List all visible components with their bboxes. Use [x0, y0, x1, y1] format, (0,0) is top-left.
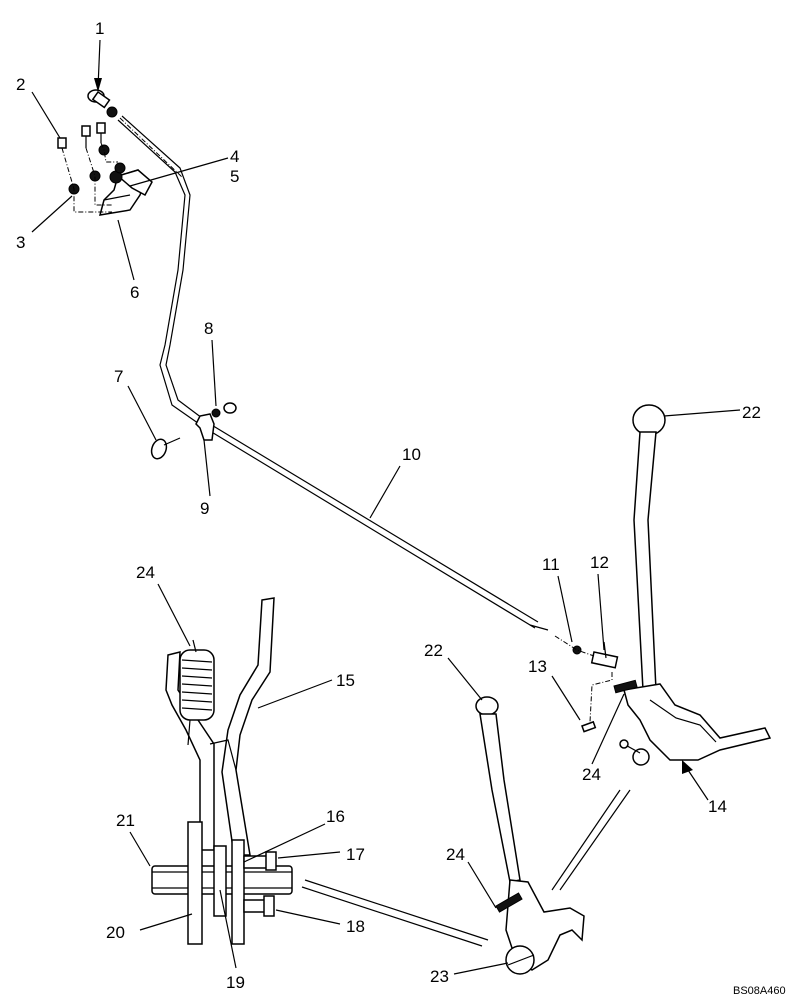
callout-18: 18 [346, 917, 365, 936]
callout-15: 15 [336, 671, 355, 690]
clamp-screw [150, 437, 181, 460]
control-cable [117, 115, 549, 631]
bushing-16-17-18 [243, 851, 277, 917]
callout-12: 12 [590, 553, 609, 572]
callout-24-detail: 24 [446, 845, 465, 864]
callout-13: 13 [528, 657, 547, 676]
shift-lever-frame [165, 651, 237, 851]
bracket-washers-nuts [68, 144, 126, 195]
shift-lever-15 [221, 597, 275, 856]
clevis-pin [581, 720, 597, 733]
callout-24-left: 24 [136, 563, 155, 582]
callout-20: 20 [106, 923, 125, 942]
cable-clamp [195, 402, 237, 441]
callout-17: 17 [346, 845, 365, 864]
drawing-reference-code: BS08A460 [733, 985, 786, 997]
hub-plates [187, 821, 245, 945]
callout-5: 5 [230, 167, 239, 186]
callout-leaders [31, 39, 741, 975]
detail-leader-lines [301, 789, 631, 947]
callout-labels: 1 2 3 4 5 6 7 8 9 10 11 12 13 14 15 16 1… [16, 19, 761, 992]
return-spring-24 [179, 639, 215, 746]
callout-11: 11 [542, 555, 560, 574]
callout-6: 6 [130, 283, 139, 302]
control-lever-assembly [613, 404, 772, 766]
callout-22-lower: 22 [424, 641, 443, 660]
cable-clevis [554, 635, 619, 723]
bracket-centerlines [61, 142, 118, 213]
callout-10: 10 [402, 445, 421, 464]
lever-detail-view [475, 696, 585, 975]
callout-22-upper: 22 [742, 403, 761, 422]
callout-9: 9 [200, 499, 209, 518]
callout-8: 8 [204, 319, 213, 338]
callout-21: 21 [116, 811, 135, 830]
callout-24-right: 24 [582, 765, 601, 784]
bracket-bolts [57, 122, 106, 149]
callout-19: 19 [226, 973, 245, 992]
callout-14: 14 [708, 797, 727, 816]
cable-end-fitting [87, 89, 118, 118]
callout-3: 3 [16, 233, 25, 252]
callout-16: 16 [326, 807, 345, 826]
cable-bracket [98, 169, 153, 216]
callout-2: 2 [16, 75, 25, 94]
callout-23: 23 [430, 967, 449, 986]
callout-7: 7 [114, 367, 123, 386]
callout-1: 1 [95, 19, 104, 38]
callout-4: 4 [230, 147, 239, 166]
